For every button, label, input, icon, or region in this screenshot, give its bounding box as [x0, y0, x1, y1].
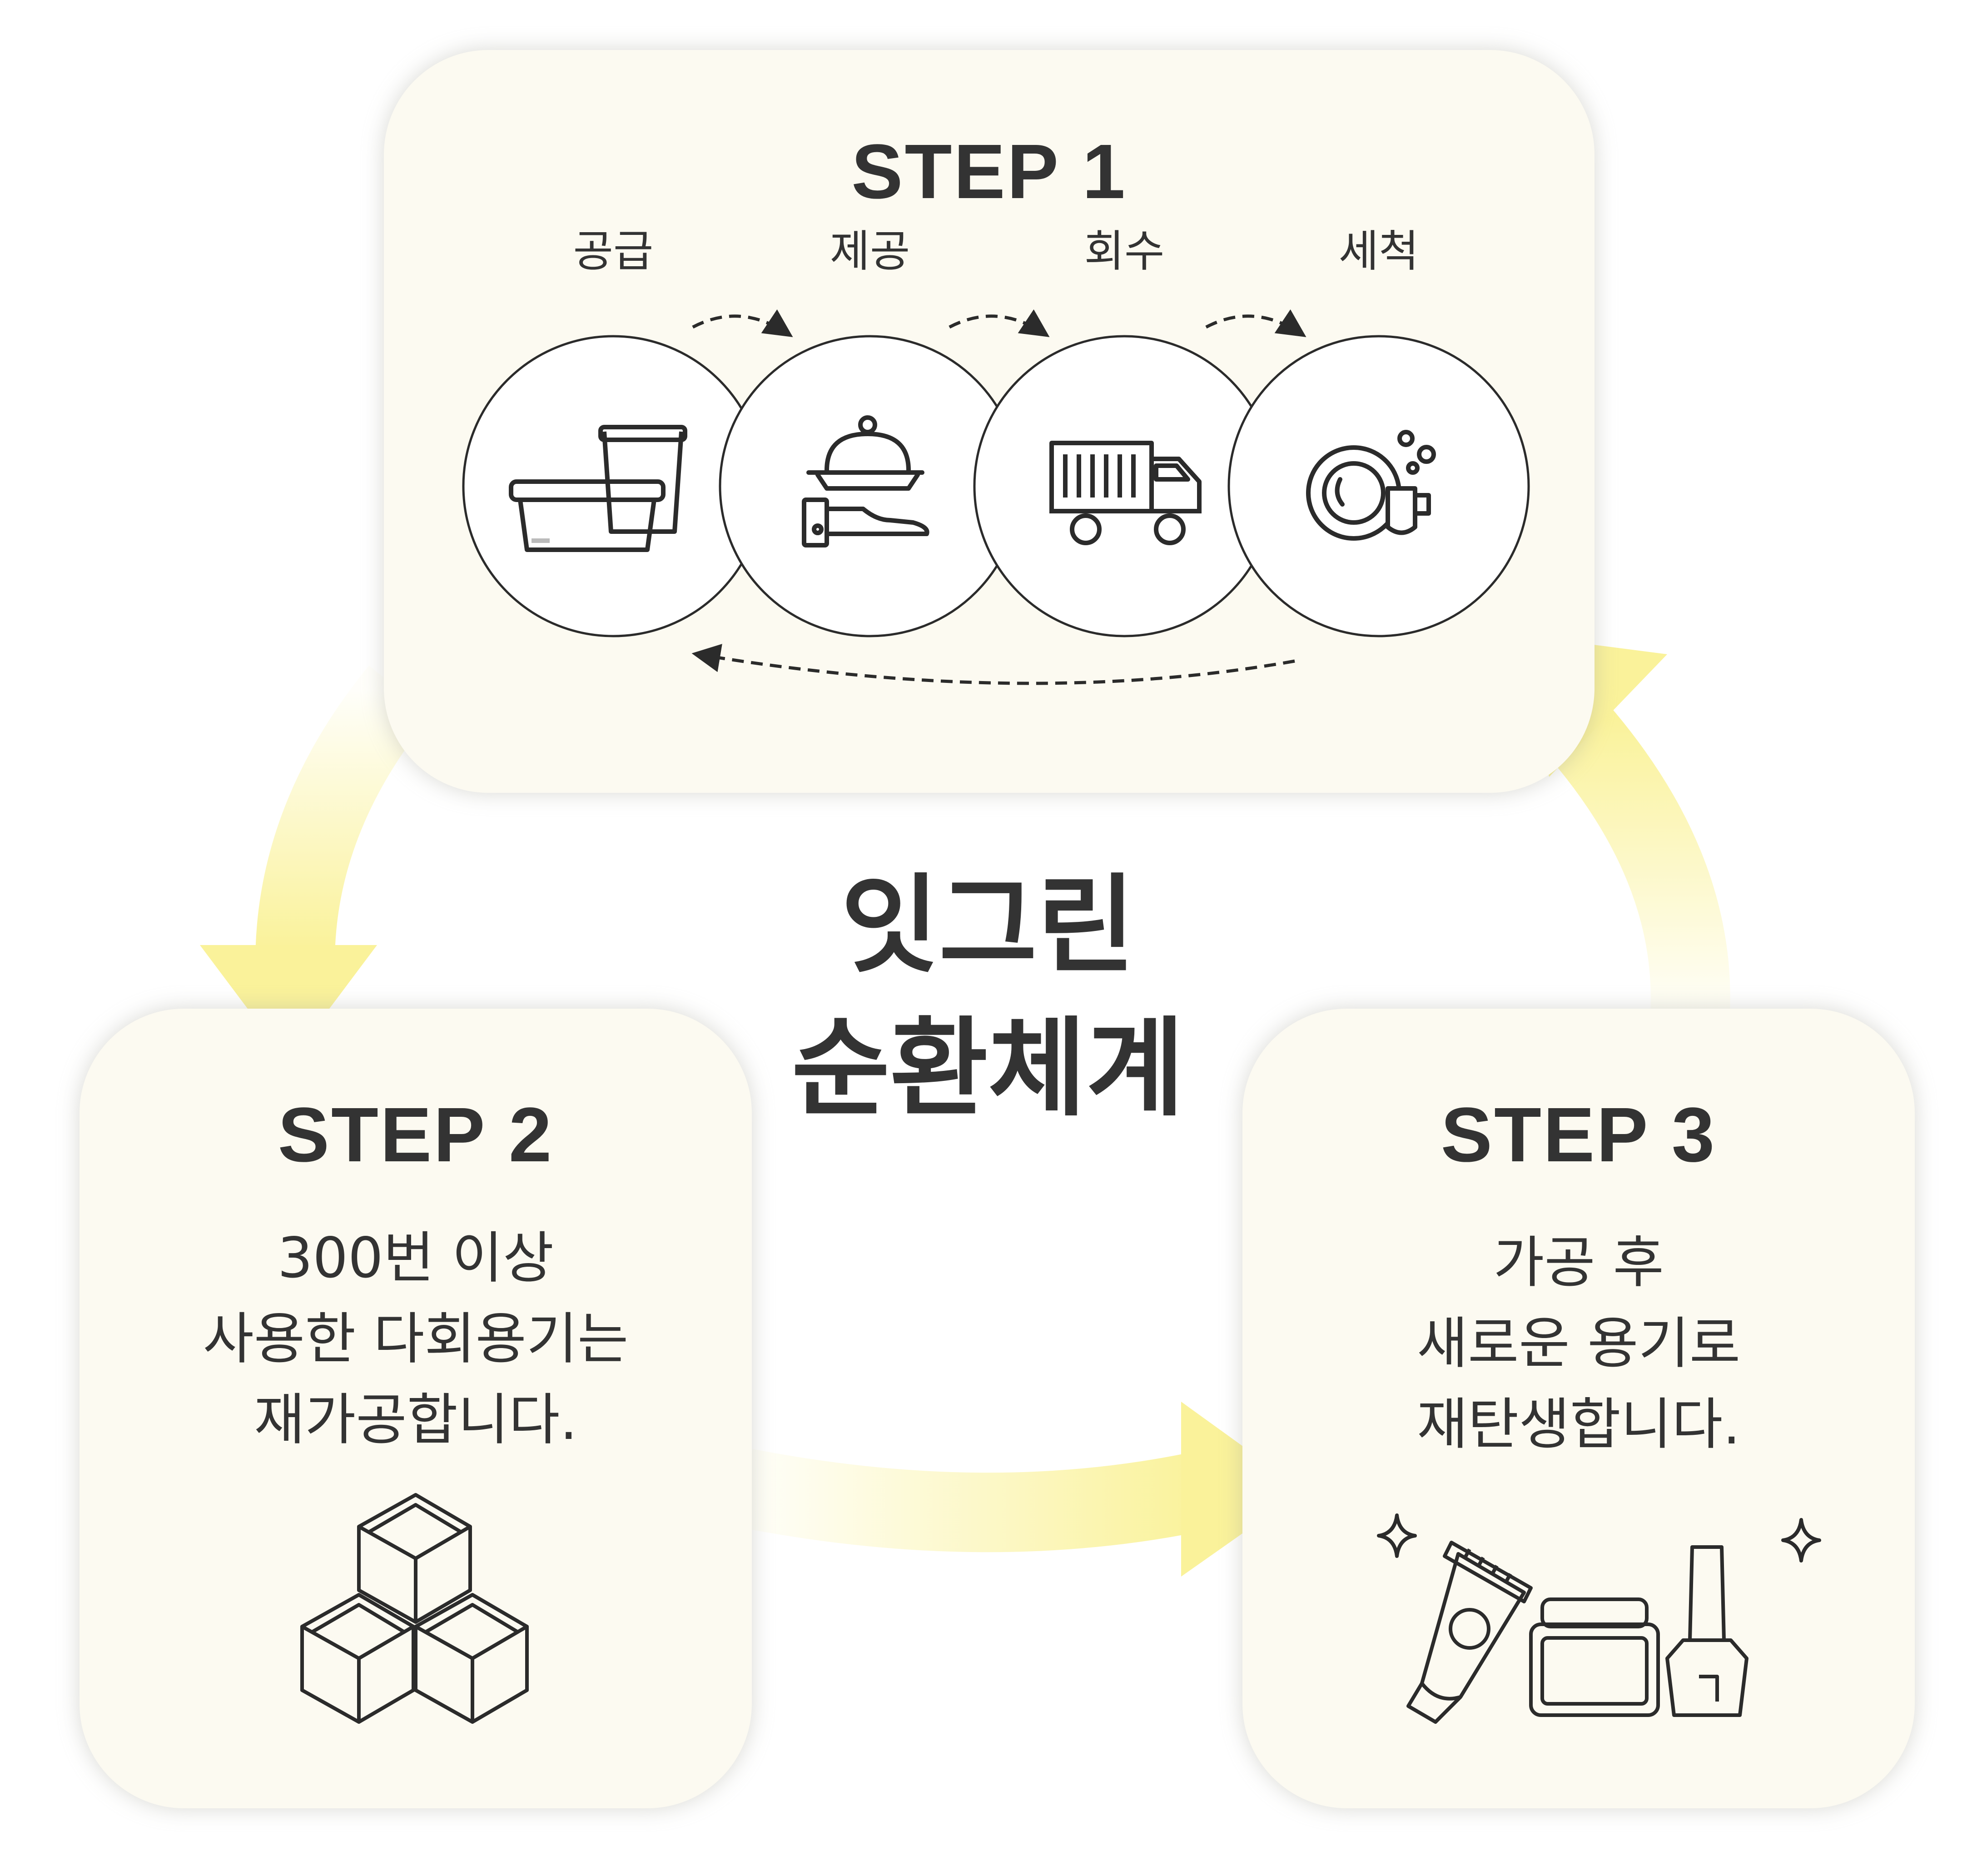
arrow-step1-to-step2	[200, 665, 431, 1063]
step3-title: STEP 3	[1441, 1092, 1717, 1178]
connector-supply-serve	[692, 309, 793, 337]
step2-line: 재가공합니다.	[253, 1388, 578, 1452]
step2-title: STEP 2	[278, 1092, 554, 1178]
connector-collect-wash	[1205, 309, 1306, 337]
step3-description: 가공 후 새로운 용기로 재탄생합니다.	[1242, 1222, 1915, 1465]
stage-label-collect: 회수	[1084, 226, 1165, 277]
truck-icon	[1049, 441, 1202, 545]
sparkle-icon	[1377, 1513, 1821, 1563]
serving-cloche-icon	[802, 415, 929, 547]
step3-line: 가공 후	[1493, 1230, 1664, 1295]
stage-label-serve: 제공	[830, 226, 910, 277]
stage-circle-supply	[462, 335, 765, 637]
stage-label-wash: 세척	[1338, 226, 1419, 277]
cream-jar-icon	[1529, 1597, 1660, 1717]
step2-line: 사용한 다회용기는	[203, 1307, 629, 1371]
step2-line: 300번 이상	[277, 1226, 554, 1290]
step1-title: STEP 1	[851, 129, 1127, 215]
stage-circle-wash	[1227, 335, 1530, 637]
dish-washing-icon	[1306, 430, 1436, 541]
diagram-title: 잇그린 순환체계	[670, 854, 1306, 1140]
stage-label-supply: 공급	[573, 226, 654, 277]
connector-serve-collect	[949, 309, 1050, 337]
diagram-title-line2: 순환체계	[791, 1007, 1185, 1131]
connector-wash-supply	[691, 644, 1295, 685]
step3-line: 새로운 용기로	[1416, 1311, 1741, 1376]
diagram-title-line1: 잇그린	[840, 864, 1136, 988]
step3-line: 재탄생합니다.	[1416, 1392, 1741, 1457]
containers-icon	[509, 425, 687, 552]
step2-card: STEP 2 300번 이상 사용한 다회용기는 재가공합니다.	[79, 1009, 752, 1808]
step3-card: STEP 3 가공 후 새로운 용기로 재탄생합니다.	[1242, 1009, 1915, 1808]
tube-icon	[1406, 1541, 1533, 1724]
cubes-icon	[300, 1493, 529, 1724]
step2-description: 300번 이상 사용한 다회용기는 재가공합니다.	[79, 1218, 752, 1460]
nail-polish-icon	[1665, 1545, 1749, 1717]
